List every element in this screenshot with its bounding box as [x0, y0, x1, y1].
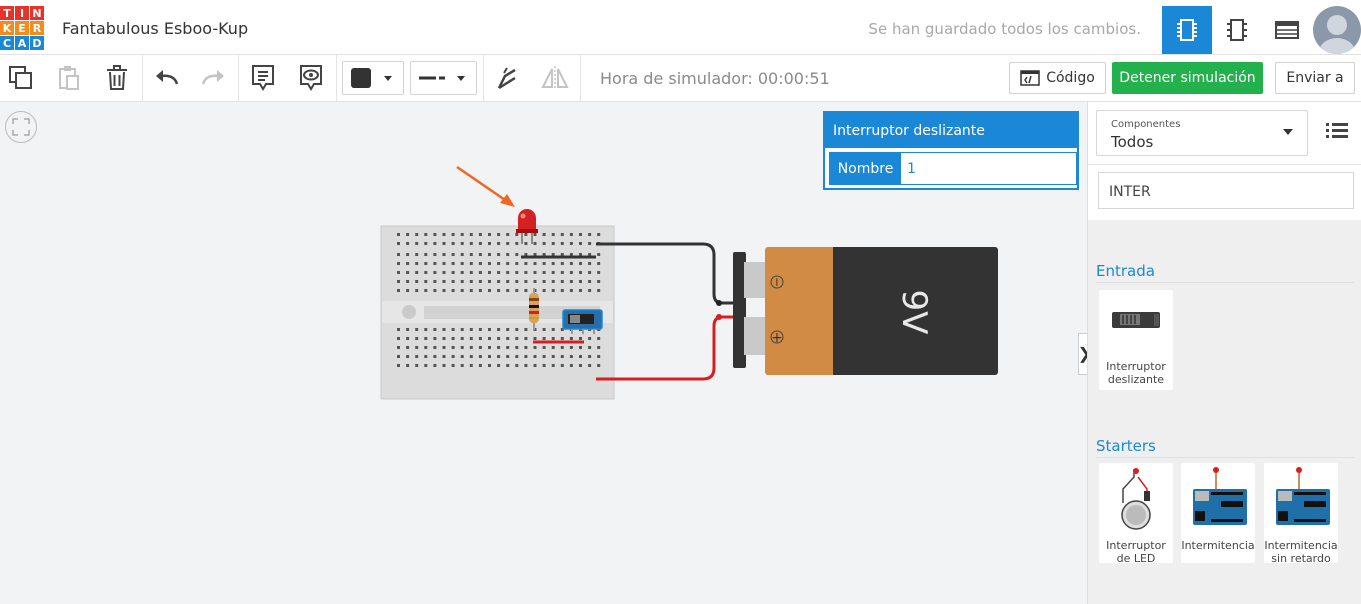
starter-card-label: Intermitencia [1181, 539, 1255, 552]
slide-switch[interactable] [562, 309, 603, 334]
component-card-slide-switch[interactable]: Interruptor deslizante [1099, 290, 1173, 390]
inspector-name-label: Nombre [830, 153, 901, 184]
circuit-view-icon [1177, 19, 1197, 41]
battery-voltage-label: 9V [894, 290, 934, 335]
send-to-button[interactable]: Enviar a [1275, 62, 1355, 94]
logo-tile: K [0, 21, 14, 35]
section-entrada: Entrada [1096, 262, 1155, 280]
color-dropdown[interactable] [342, 61, 404, 95]
components-dropdown-label: Componentes [1111, 119, 1181, 130]
starter-card-blink-no-delay[interactable]: Intermitencia sin retardo [1264, 463, 1338, 565]
battery-black-wire[interactable] [596, 242, 733, 305]
logo-tile: R [30, 21, 44, 35]
note-icon [252, 65, 274, 91]
component-inspector: Interruptor deslizante Nombre 1 [823, 111, 1079, 190]
schematic-view-button[interactable] [1212, 6, 1262, 54]
list-view-icon [1326, 123, 1348, 138]
eye-note-icon [300, 65, 322, 91]
flip-icon [541, 66, 569, 90]
resistor[interactable] [529, 288, 539, 330]
chevron-down-icon [1283, 129, 1293, 135]
circuit-view-button[interactable] [1162, 6, 1212, 54]
save-status: Se han guardado todos los cambios. [868, 20, 1141, 38]
color-swatch [351, 68, 371, 88]
chevron-right-icon: ❯ [1078, 344, 1087, 364]
toolbar: Hora de simulador: 00:00:51 Código Deten… [0, 55, 1361, 102]
chevron-down-icon [457, 75, 465, 81]
component-results: Entrada Interruptor deslizante Starters [1088, 220, 1361, 604]
starter-card-label: Intermitencia sin retardo [1264, 539, 1338, 565]
starter-card-label: Interruptor de LED [1106, 539, 1166, 565]
starter-card-blink[interactable]: Intermitencia [1181, 463, 1255, 563]
battery-9v[interactable]: − + 9V [733, 247, 998, 375]
battery-red-wire[interactable] [596, 315, 733, 381]
list-view-button[interactable] [1326, 121, 1350, 145]
arduino-blink-thumbnail [1193, 467, 1247, 525]
wire-type-dropdown[interactable] [410, 61, 477, 95]
trash-icon [107, 65, 127, 90]
battery-plus-label: + [771, 330, 783, 346]
component-list-button[interactable] [1262, 6, 1312, 54]
slide-switch-thumbnail [1112, 312, 1160, 328]
paste-button[interactable] [54, 61, 84, 95]
inspector-title: Interruptor deslizante [825, 113, 1077, 148]
annotation-arrow [456, 165, 515, 207]
components-panel: Componentes Todos INTER Entrada Interrup… [1087, 102, 1361, 604]
logo-tile: T [0, 6, 14, 20]
logo-tile: C [0, 36, 14, 50]
code-icon [1020, 70, 1040, 86]
code-button-label: Código [1046, 70, 1095, 86]
logo-tile: A [15, 36, 29, 50]
circuit-scene: − + 9V [380, 165, 998, 400]
notes-visibility-button[interactable] [296, 61, 326, 95]
battery-minus-label: − [770, 277, 784, 287]
logo-tile: I [15, 6, 29, 20]
stop-simulation-button[interactable]: Detener simulación [1112, 62, 1263, 94]
flip-button[interactable] [540, 61, 570, 95]
simulation-timer: Hora de simulador: 00:00:51 [600, 69, 830, 88]
rotate-button[interactable] [492, 61, 522, 95]
arduino-blink-no-delay-thumbnail [1276, 467, 1330, 525]
chevron-down-icon [384, 75, 392, 81]
led-switch-thumbnail [1121, 468, 1151, 530]
fit-view-icon [12, 118, 30, 136]
components-dropdown-value: Todos [1111, 133, 1154, 151]
inspector-name-row: Nombre 1 [829, 152, 1077, 185]
component-list-icon [1275, 21, 1299, 39]
user-icon [1319, 15, 1355, 54]
user-avatar[interactable] [1313, 6, 1361, 54]
component-search-input[interactable]: INTER [1098, 172, 1354, 209]
logo-tile: D [30, 36, 44, 50]
wire-style-icon [419, 76, 445, 80]
section-starters: Starters [1096, 437, 1156, 455]
undo-button[interactable] [152, 61, 182, 95]
logo-tile: E [15, 21, 29, 35]
components-dropdown[interactable]: Componentes Todos [1096, 110, 1308, 156]
redo-icon [201, 70, 224, 85]
panel-collapse-button[interactable]: ❯ [1078, 333, 1087, 375]
copy-button[interactable] [6, 61, 36, 95]
fit-view-button[interactable] [5, 111, 37, 143]
schematic-view-icon [1227, 19, 1247, 41]
delete-button[interactable] [102, 61, 132, 95]
notes-button[interactable] [248, 61, 278, 95]
undo-icon [156, 70, 179, 85]
inspector-name-input[interactable]: 1 [907, 161, 916, 177]
design-name[interactable]: Fantabulous Esboo-Kup [62, 19, 249, 38]
component-card-label: Interruptor deslizante [1106, 360, 1166, 386]
rotate-icon [497, 67, 516, 90]
circuit-canvas[interactable]: − + 9V Interruptor deslizante Nombre 1 ❯ [0, 102, 1087, 604]
paste-icon [59, 66, 79, 90]
starter-card-led-switch[interactable]: Interruptor de LED [1099, 463, 1173, 565]
copy-icon [9, 66, 32, 89]
red-led[interactable] [516, 209, 538, 244]
redo-button[interactable] [198, 61, 228, 95]
code-button[interactable]: Código [1009, 62, 1106, 94]
logo-tile: N [30, 6, 44, 20]
